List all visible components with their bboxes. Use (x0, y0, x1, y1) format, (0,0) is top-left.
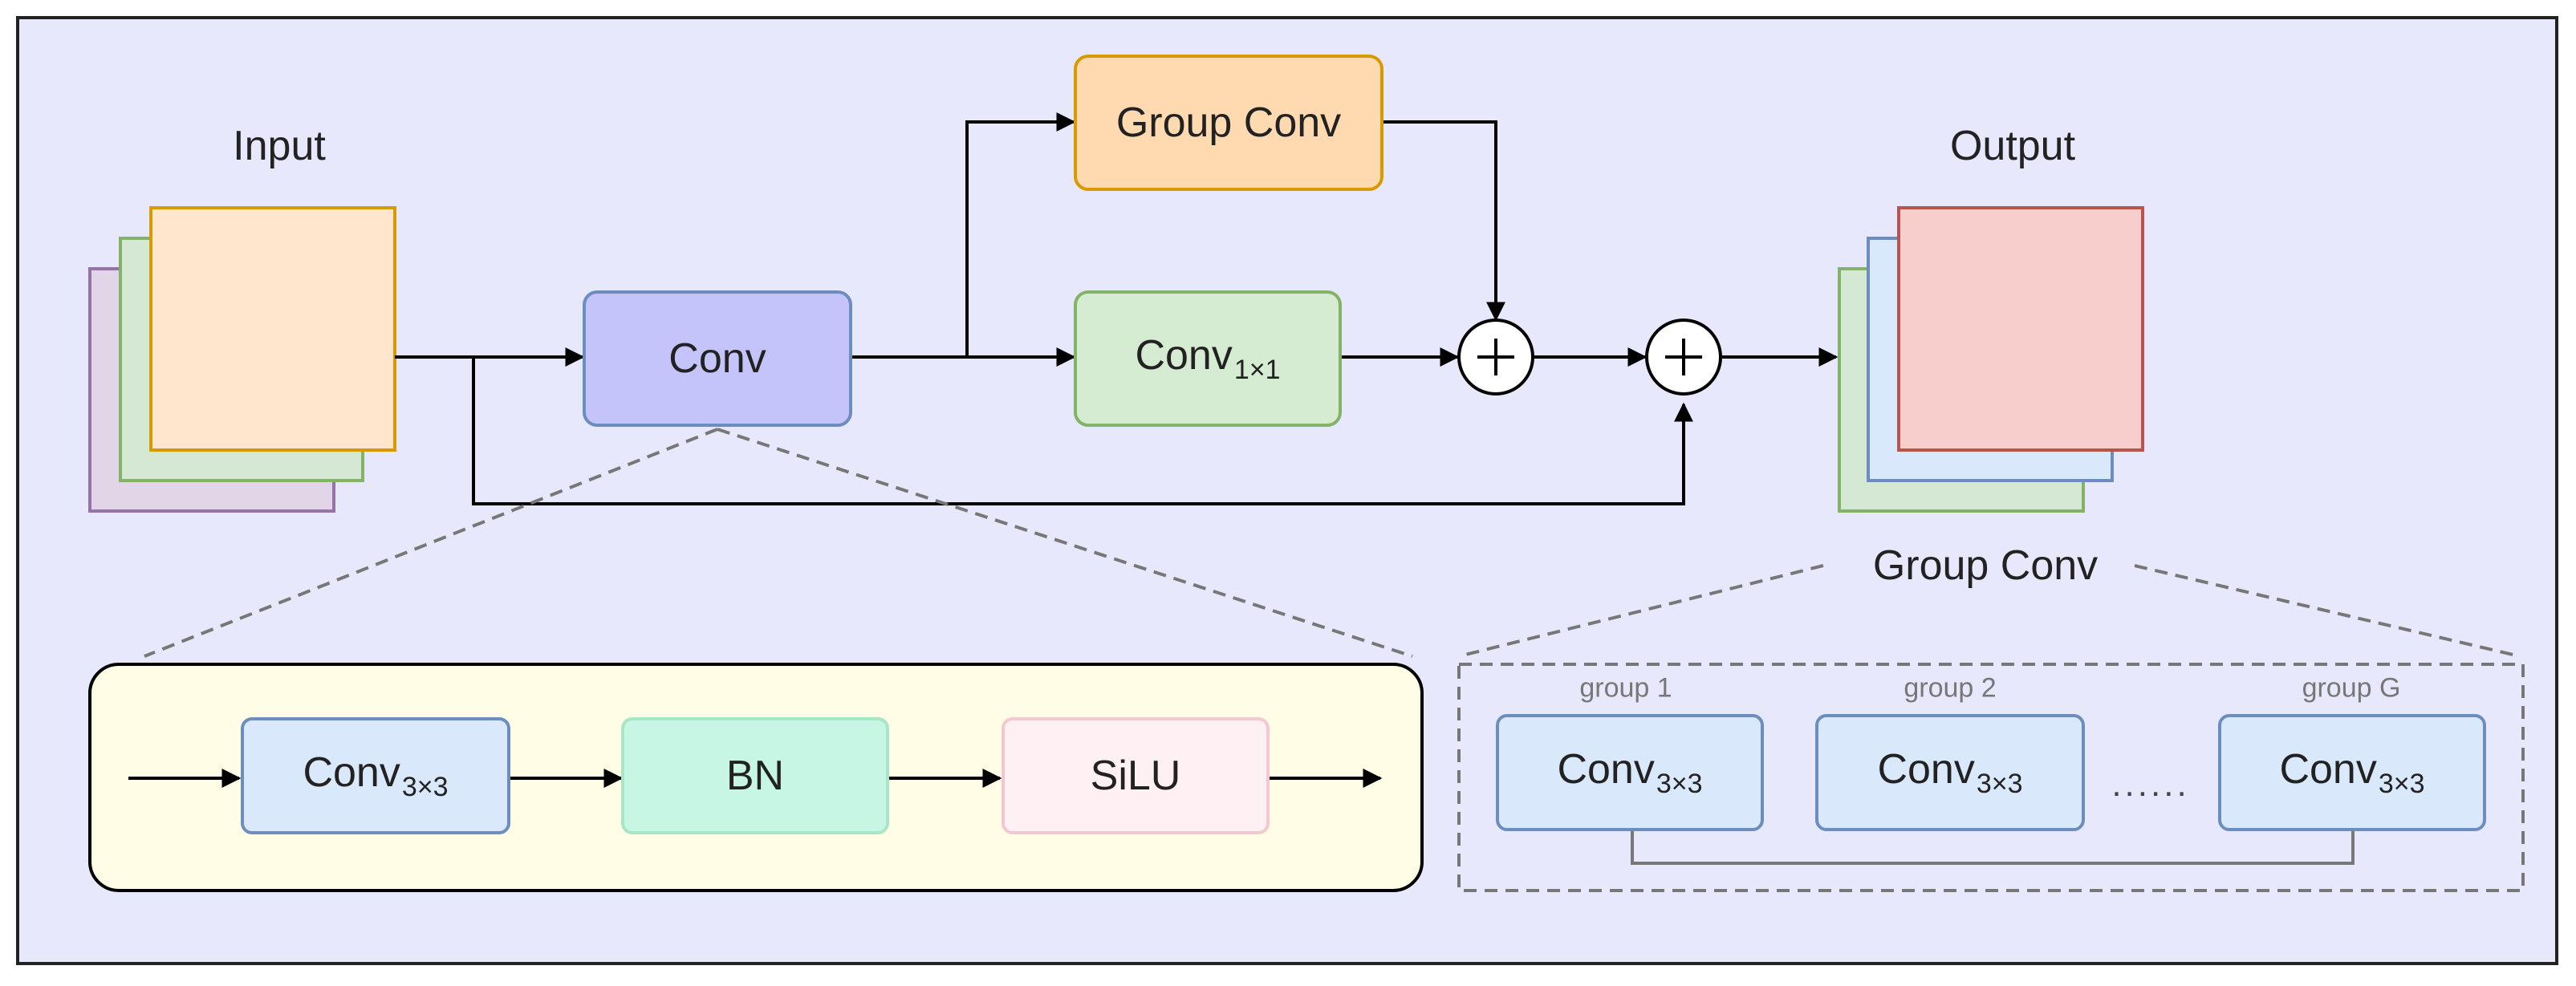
group-conv-detail-panel (1457, 663, 2525, 892)
main-flow-arrows (395, 112, 1839, 505)
input-label: Input (233, 123, 326, 169)
group-ellipsis: ...... (2111, 765, 2190, 804)
group-conv-section-label: Group Conv (1872, 542, 2099, 589)
arrow-conv-to-groupconv (965, 112, 1076, 357)
add-operator-1 (1457, 319, 1534, 396)
input-feature-maps (88, 206, 396, 513)
group-g-conv3x3-box: Conv3×3 (2218, 714, 2486, 831)
group-conv-block-label: Group Conv (1115, 99, 1342, 146)
add-operator-2 (1645, 319, 1722, 396)
conv3x3-box: Conv3×3 (241, 717, 510, 834)
output-feature-maps (1838, 206, 2144, 513)
zoom-lines (144, 428, 2521, 658)
arrow-groupconv-to-add1 (1383, 120, 1505, 322)
group-2-conv3x3-box: Conv3×3 (1815, 714, 2085, 831)
conv1x1-block-label: Conv1×1 (1135, 332, 1281, 385)
silu-box: SiLU (1002, 717, 1270, 834)
conv-block-label: Conv (668, 335, 766, 382)
bn-label: BN (725, 753, 785, 799)
group-g-conv3x3-label: Conv3×3 (2279, 746, 2425, 799)
conv1x1-block: Conv1×1 (1074, 290, 1342, 427)
group-2-conv3x3-label: Conv3×3 (1877, 746, 2023, 799)
group-g-label: group G (2302, 672, 2401, 704)
conv-block: Conv (583, 290, 852, 427)
silu-label: SiLU (1090, 753, 1181, 799)
arrow-residual-skip (472, 357, 1693, 505)
group-1-conv3x3-label: Conv3×3 (1557, 746, 1703, 799)
zoom-line-group-right (2134, 564, 2521, 658)
output-map-red (1897, 206, 2144, 452)
group-connector-line (1631, 831, 2355, 865)
group-conv-block: Group Conv (1074, 55, 1383, 191)
zoom-line-group-left (1458, 564, 1824, 658)
output-label: Output (1949, 123, 2076, 169)
conv3x3-label: Conv3×3 (303, 749, 449, 802)
bn-box: BN (621, 717, 889, 834)
zoom-line-conv-right (717, 428, 1413, 658)
group-1-label: group 1 (1579, 672, 1672, 704)
group-1-conv3x3-box: Conv3×3 (1496, 714, 1764, 831)
input-map-orange (149, 206, 396, 452)
group-2-label: group 2 (1904, 672, 1997, 704)
